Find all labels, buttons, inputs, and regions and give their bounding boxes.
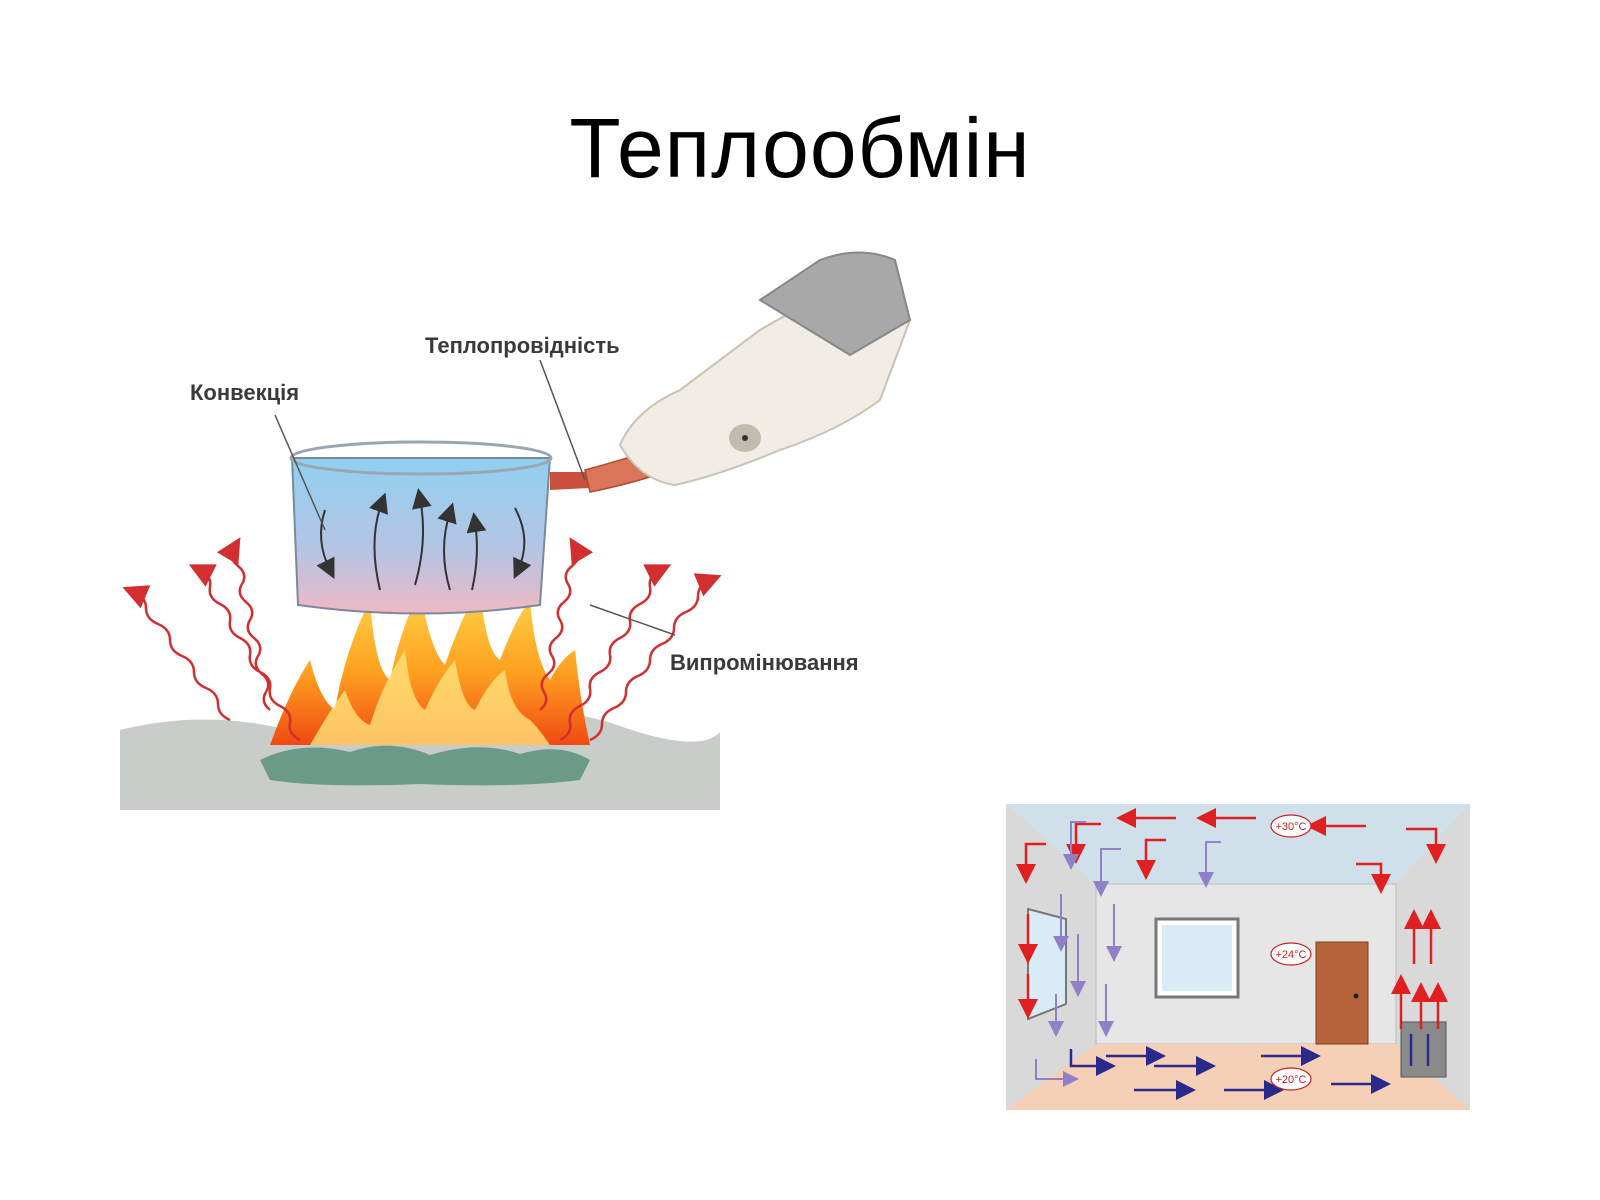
convection-leader — [274, 414, 326, 531]
temp-middle: +24°C — [1275, 949, 1306, 961]
label-convection: Конвекція — [190, 380, 299, 405]
coals — [260, 745, 590, 786]
heat-transfer-diagram: Конвекція Теплопровідність Випромінюванн… — [120, 251, 912, 810]
label-conduction: Теплопровідність — [425, 333, 620, 358]
temp-badge-middle: +24°C — [1270, 942, 1312, 966]
temp-badge-floor: +20°C — [1270, 1067, 1312, 1091]
door — [1315, 941, 1369, 1045]
radiation-leader — [589, 604, 676, 636]
room-convection-diagram: +30°C +24°C +20°C — [1006, 804, 1470, 1110]
warm-air-arrows — [1016, 808, 1448, 1029]
radiation-arrows — [122, 537, 722, 742]
temp-ceiling: +30°C — [1275, 821, 1306, 833]
temp-badge-ceiling: +30°C — [1270, 814, 1312, 838]
conduction-leader — [539, 359, 586, 481]
mild-air-arrows — [1035, 821, 1221, 1087]
radiator — [1400, 1021, 1447, 1078]
label-radiation: Випромінювання — [670, 650, 859, 675]
cool-air-arrows — [1069, 1034, 1430, 1100]
temp-floor: +20°C — [1275, 1074, 1306, 1086]
pot — [289, 440, 676, 615]
slide-title: Теплообмін — [569, 101, 1031, 195]
hand-illustration — [618, 251, 912, 487]
flame-shape — [270, 585, 590, 745]
floor — [1006, 1044, 1470, 1110]
convection-arrows — [316, 488, 532, 591]
